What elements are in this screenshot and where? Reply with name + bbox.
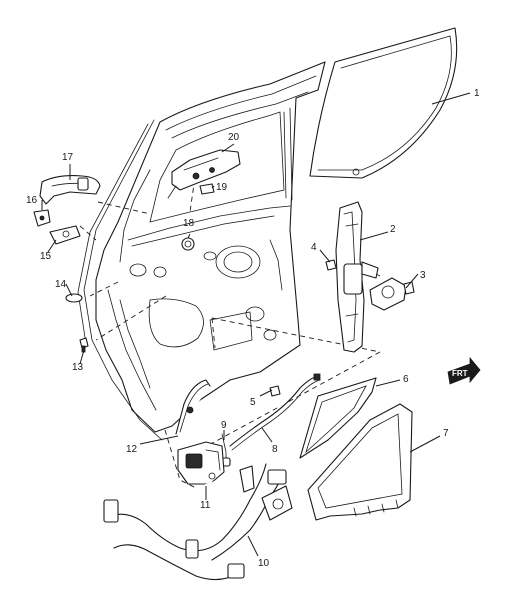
bolt-4 — [325, 259, 337, 271]
grommet — [65, 293, 83, 303]
door-glass — [309, 27, 458, 179]
callout-5: 5 — [250, 397, 256, 408]
callout-15: 15 — [40, 251, 52, 262]
callout-19: 19 — [216, 182, 228, 193]
callout-16: 16 — [26, 195, 38, 206]
handle-cap — [33, 209, 51, 227]
guide-lines — [79, 169, 381, 489]
callout-12: 12 — [126, 444, 138, 455]
callout-14: 14 — [55, 279, 67, 290]
callout-10: 10 — [258, 558, 270, 569]
callout-8: 8 — [272, 444, 278, 455]
door-outer-outline — [77, 119, 163, 441]
callout-13: 13 — [72, 362, 84, 373]
callout-18: 18 — [183, 218, 195, 229]
callout-20: 20 — [228, 132, 240, 143]
door-seal — [307, 403, 413, 521]
callout-leaders — [41, 92, 471, 557]
inside-handle — [167, 149, 241, 199]
callout-17: 17 — [62, 152, 74, 163]
forward-arrow-label: FRT — [452, 369, 468, 378]
forward-arrow-icon: FRT — [447, 356, 481, 385]
lock-cable — [175, 379, 211, 435]
window-motor — [369, 277, 415, 311]
handle-bracket — [49, 225, 81, 245]
callout-6: 6 — [403, 374, 409, 385]
bolt-5 — [269, 385, 281, 397]
window-regulator — [335, 201, 379, 353]
door-latch — [177, 441, 225, 485]
callout-4: 4 — [311, 242, 317, 253]
callout-numbers: 1 2 3 4 5 6 7 8 9 10 11 12 13 14 15 16 1… — [26, 88, 480, 569]
outside-handle — [39, 175, 101, 205]
callout-1: 1 — [474, 88, 480, 99]
callout-11: 11 — [200, 500, 211, 511]
water-deflector — [299, 377, 377, 459]
bolt-13 — [79, 337, 89, 353]
wiring-harness — [103, 463, 293, 581]
release-cable — [229, 373, 321, 451]
handle-clip — [199, 183, 215, 195]
access-plug — [181, 237, 195, 251]
callout-9: 9 — [221, 420, 227, 431]
callout-3: 3 — [420, 270, 426, 281]
door-inner-panel — [95, 61, 326, 433]
callout-2: 2 — [390, 224, 396, 235]
callout-7: 7 — [443, 428, 449, 439]
